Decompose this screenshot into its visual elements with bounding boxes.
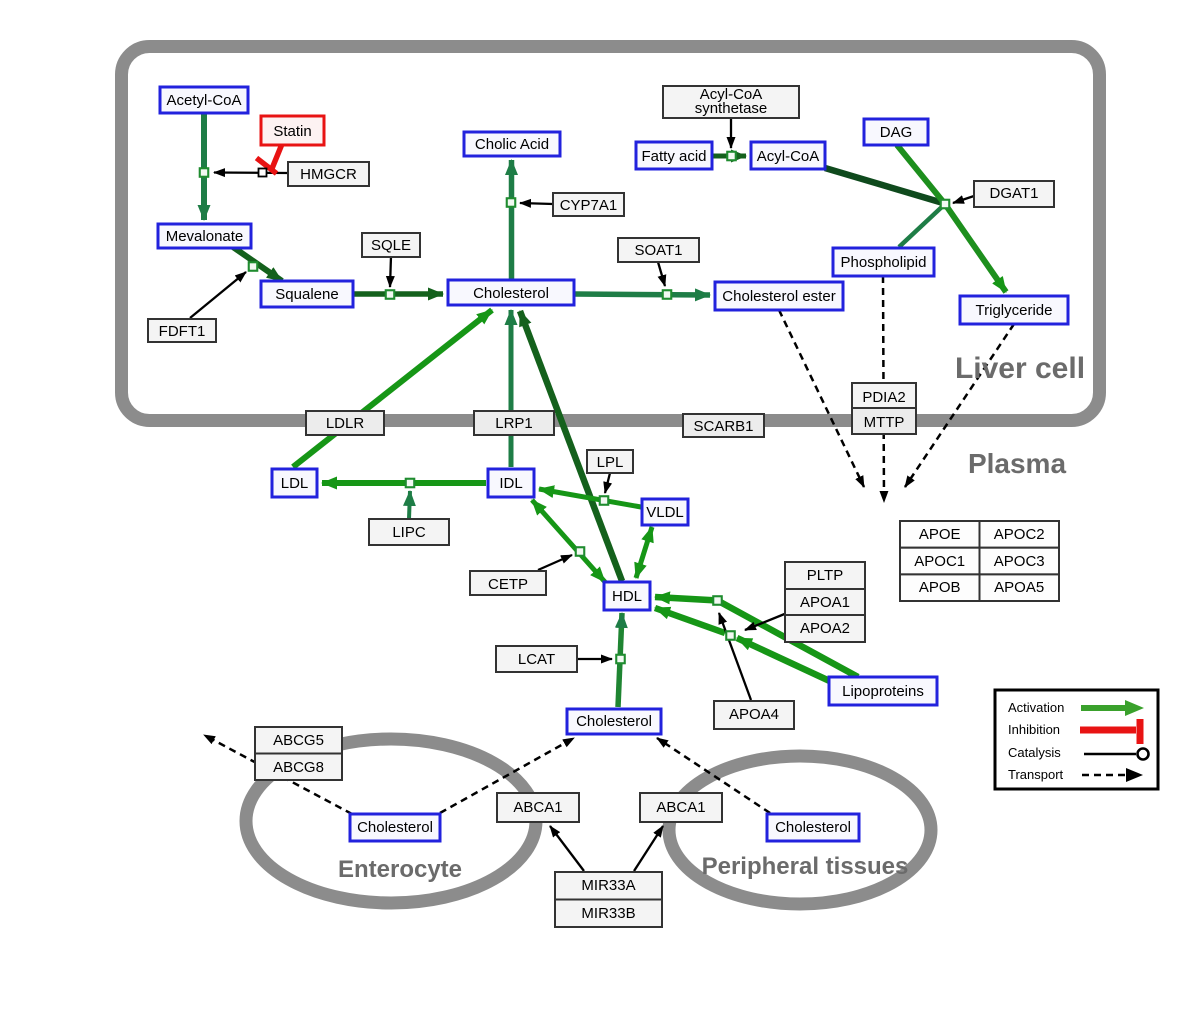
svg-text:MIR33B: MIR33B [581,905,635,922]
svg-text:VLDL: VLDL [646,504,684,521]
svg-text:LCAT: LCAT [518,651,555,668]
svg-text:Peripheral tissues: Peripheral tissues [702,853,909,880]
svg-text:HDL: HDL [612,588,642,605]
svg-text:ABCA1: ABCA1 [513,799,562,816]
svg-text:Acyl-CoA: Acyl-CoA [757,148,820,165]
svg-text:APOC2: APOC2 [994,526,1045,543]
svg-text:Squalene: Squalene [275,286,338,303]
svg-text:ABCG5: ABCG5 [273,732,324,749]
svg-text:Plasma: Plasma [968,448,1066,479]
svg-text:APOC3: APOC3 [994,553,1045,570]
svg-text:LRP1: LRP1 [495,415,533,432]
svg-text:SQLE: SQLE [371,237,411,254]
svg-text:LDL: LDL [281,475,309,492]
svg-text:APOA1: APOA1 [800,594,850,611]
svg-text:Cholesterol: Cholesterol [775,819,851,836]
svg-text:CETP: CETP [488,576,528,593]
svg-text:Cholesterol ester: Cholesterol ester [722,288,835,305]
svg-text:MIR33A: MIR33A [581,877,635,894]
svg-text:MTTP: MTTP [864,414,905,431]
svg-text:PDIA2: PDIA2 [862,389,905,406]
svg-text:APOC1: APOC1 [914,553,965,570]
svg-text:DAG: DAG [880,124,913,141]
svg-text:SOAT1: SOAT1 [634,242,682,259]
svg-text:Cholesterol: Cholesterol [576,713,652,730]
svg-text:APOA2: APOA2 [800,620,850,637]
svg-text:CYP7A1: CYP7A1 [560,197,618,214]
svg-text:SCARB1: SCARB1 [693,418,753,435]
svg-text:Inhibition: Inhibition [1008,722,1060,737]
svg-text:APOA4: APOA4 [729,706,779,723]
svg-text:APOA5: APOA5 [994,579,1044,596]
svg-text:PLTP: PLTP [807,567,843,584]
svg-text:ABCA1: ABCA1 [656,799,705,816]
svg-text:Lipoproteins: Lipoproteins [842,683,924,700]
svg-text:Cholesterol: Cholesterol [357,819,433,836]
svg-text:Liver cell: Liver cell [955,352,1085,385]
svg-text:Cholic Acid: Cholic Acid [475,136,549,153]
svg-text:Enterocyte: Enterocyte [338,856,462,883]
svg-text:FDFT1: FDFT1 [159,323,206,340]
svg-text:Statin: Statin [273,123,311,140]
svg-text:Transport: Transport [1008,767,1064,782]
svg-text:Acyl-CoA: Acyl-CoA [700,86,763,103]
svg-text:Mevalonate: Mevalonate [166,228,244,245]
svg-text:LDLR: LDLR [326,415,365,432]
svg-text:HMGCR: HMGCR [300,166,357,183]
svg-text:IDL: IDL [499,475,522,492]
svg-text:LIPC: LIPC [392,524,426,541]
svg-text:Triglyceride: Triglyceride [976,302,1053,319]
svg-text:Cholesterol: Cholesterol [473,285,549,302]
svg-text:Catalysis: Catalysis [1008,745,1061,760]
svg-text:Acetyl-CoA: Acetyl-CoA [166,92,241,109]
svg-text:synthetase: synthetase [695,100,768,117]
svg-text:LPL: LPL [597,454,624,471]
svg-text:APOB: APOB [919,579,961,596]
svg-text:APOE: APOE [919,526,961,543]
svg-text:ABCG8: ABCG8 [273,759,324,776]
svg-text:Phospholipid: Phospholipid [841,254,927,271]
svg-text:Fatty acid: Fatty acid [641,148,706,165]
svg-text:Activation: Activation [1008,700,1064,715]
svg-text:DGAT1: DGAT1 [990,185,1039,202]
